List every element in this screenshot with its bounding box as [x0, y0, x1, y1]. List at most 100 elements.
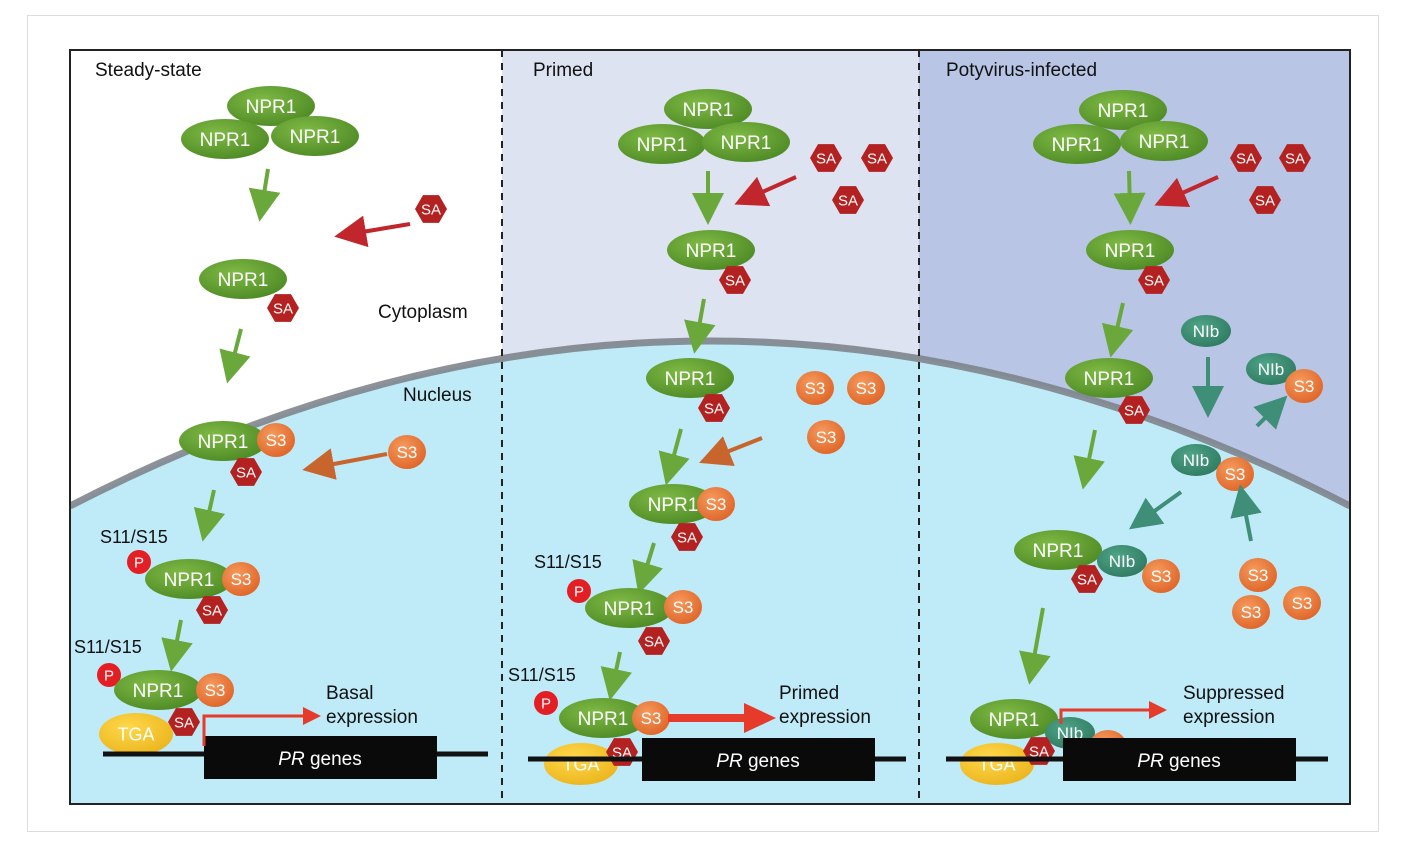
npr1-label: NPR1: [1105, 241, 1156, 262]
npr1-oval: [559, 698, 647, 738]
s3-oval: [1283, 586, 1321, 620]
npr1-oval: [702, 122, 790, 162]
sa-hexagon: [1118, 396, 1150, 424]
sa-label: SA: [1124, 402, 1144, 419]
npr1-label: NPR1: [1052, 135, 1103, 156]
sa-label: SA: [273, 300, 293, 317]
sa-hexagon: [415, 195, 447, 223]
npr1-label: NPR1: [1084, 369, 1135, 390]
sa-label: SA: [421, 201, 441, 218]
phosphosite-label: S11/S15: [534, 552, 602, 572]
sa-label: SA: [1144, 272, 1164, 289]
s3-label: S3: [1248, 566, 1269, 585]
sa-hexagon: [230, 458, 262, 486]
sa-label: SA: [838, 192, 858, 209]
npr1-label: NPR1: [290, 127, 341, 148]
sa-hexagon: [267, 294, 299, 322]
red-arrow: [734, 175, 797, 207]
panel-title-potyvirus-infected: Potyvirus-infected: [946, 60, 1097, 81]
green-arrow: [684, 298, 716, 354]
npr1-label: NPR1: [218, 270, 269, 291]
npr1-label: NPR1: [198, 432, 249, 453]
npr1-oval: [629, 484, 717, 524]
npr1-label: NPR1: [637, 135, 688, 156]
npr1-label: NPR1: [665, 369, 716, 390]
primed-transcription-arrow: [668, 703, 776, 733]
pr-genes-box-primed: [642, 738, 875, 781]
phosphosite-label: S11/S15: [508, 665, 576, 685]
phosphosite-label: S11/S15: [74, 637, 142, 657]
green-arrow: [658, 428, 690, 486]
s3-oval: [664, 590, 702, 624]
s3-oval: [632, 701, 670, 735]
phospho-circle: [567, 579, 591, 603]
sa-label: SA: [1285, 150, 1305, 167]
sa-label: SA: [816, 150, 836, 167]
npr1-oval: [1014, 530, 1102, 570]
teal-arrow: [1253, 395, 1288, 430]
sa-hexagon: [861, 144, 893, 172]
npr1-oval: [114, 670, 202, 710]
sa-hexagon: [832, 186, 864, 214]
orange-arrow: [699, 436, 763, 466]
s3-label: S3: [1151, 567, 1172, 586]
s3-label: S3: [266, 431, 287, 450]
red-arrow: [334, 215, 411, 248]
sa-hexagon: [1279, 144, 1311, 172]
green-arrow: [1019, 607, 1051, 685]
figure-frame: Steady-state Primed Potyvirus-infected C…: [27, 15, 1379, 832]
s3-oval: [222, 562, 260, 596]
nib-label: NIb: [1193, 322, 1219, 341]
pr-genes-label-primed: PR genes: [716, 751, 799, 772]
sa-label: SA: [1029, 743, 1049, 760]
sa-label: SA: [1255, 192, 1275, 209]
green-arrow: [632, 542, 663, 595]
npr1-label: NPR1: [989, 710, 1040, 731]
nib-oval: [1181, 315, 1231, 347]
s3-oval: [1232, 595, 1270, 629]
s3-label: S3: [673, 598, 694, 617]
s3-oval: [257, 423, 295, 457]
s3-label: S3: [641, 709, 662, 728]
npr1-oval: [664, 89, 752, 129]
npr1-label: NPR1: [604, 599, 655, 620]
sa-hexagon: [1249, 186, 1281, 214]
basal-expression-label-1: Basal: [326, 683, 374, 704]
pr-genes-label-steady: PR genes: [278, 749, 361, 770]
basal-expression-label-2: expression: [326, 707, 418, 728]
green-arrow: [219, 328, 251, 384]
phospho-label: P: [541, 695, 551, 712]
npr1-oval: [1033, 124, 1121, 164]
npr1-oval: [1079, 90, 1167, 130]
teal-arrow: [1230, 484, 1262, 542]
sa-label: SA: [236, 464, 256, 481]
phospho-circle: [127, 550, 151, 574]
s3-oval: [1216, 457, 1254, 491]
green-arrow: [1113, 170, 1146, 225]
green-arrow: [1073, 429, 1105, 490]
npr1-oval: [1086, 230, 1174, 270]
primed-expression-label-1: Primed: [779, 683, 839, 704]
npr1-oval: [199, 259, 287, 299]
tga-oval: [99, 713, 173, 755]
npr1-oval: [145, 559, 233, 599]
green-arrow: [600, 651, 632, 701]
npr1-oval: [970, 699, 1058, 739]
npr1-oval: [585, 588, 673, 628]
s3-oval: [796, 371, 834, 405]
nib-label: NIb: [1109, 552, 1135, 571]
s3-oval: [1142, 559, 1180, 593]
panel-title-steady-state: Steady-state: [95, 60, 202, 81]
sa-hexagon: [698, 394, 730, 422]
suppressed-transcription-arrow: [1059, 701, 1167, 724]
pr-genes-box-infected: [1063, 738, 1296, 781]
phospho-circle: [97, 663, 121, 687]
npr1-oval: [646, 358, 734, 398]
npr1-label: NPR1: [133, 681, 184, 702]
sa-hexagon: [196, 596, 228, 624]
green-arrow: [193, 489, 226, 542]
nib-oval: [1097, 545, 1147, 577]
sa-hexagon: [1138, 266, 1170, 294]
sa-label: SA: [1077, 571, 1097, 588]
sa-label: SA: [677, 529, 697, 546]
